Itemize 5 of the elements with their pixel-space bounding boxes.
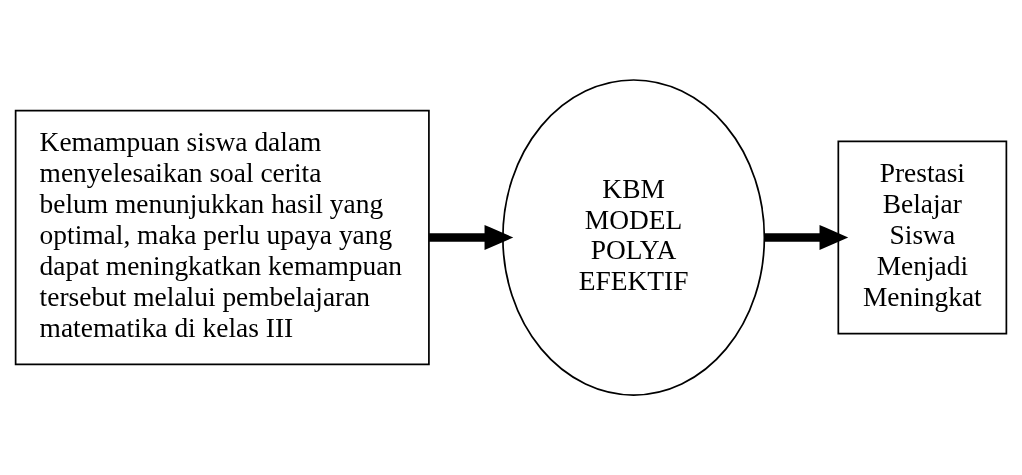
arrow: [764, 224, 849, 251]
node-box: Prestasi Belajar Siswa Menjadi Meningkat: [837, 140, 1008, 335]
node-box: Kemampuan siswa dalam menyelesaikan soal cerita belum menunjukkan hasil yang optimal, maka perlu upaya yang dapat meningkatkan kemampuan tersebut melalui pembelajaran matematika di kelas III: [14, 109, 430, 366]
arrow: [429, 224, 514, 251]
node-ellipse: KBM MODEL POLYA EFEKTIF: [502, 79, 766, 396]
